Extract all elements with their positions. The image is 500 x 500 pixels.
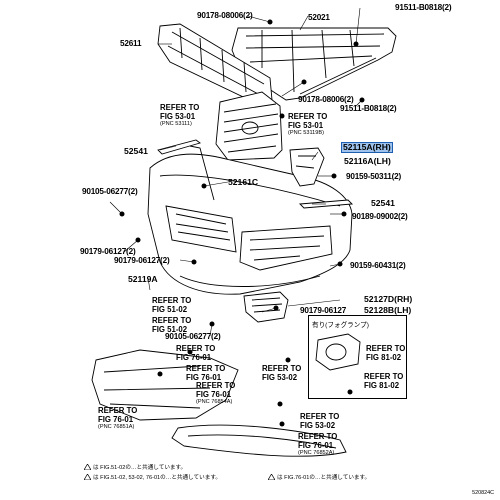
footnote-1-text: は FIG.51-02の…と共通しています。 [93,465,187,471]
footnote-1: は FIG.51-02の…と共通しています。 [84,464,186,472]
grille-drawing [215,91,283,161]
refer-note-7-line1: REFER TO [196,381,236,390]
refer-note-2-pnc: (PNC 53119B) [288,130,324,136]
part-52119a: 52119A [128,274,158,284]
warning-triangle-icon [268,474,275,480]
footnote-2-text: は FIG.51-02, 53-02, 76-01の…と共通しています。 [93,475,221,481]
part-90105-06277-left: 90105-06277(2) [82,187,138,196]
refer-note-9-line1: REFER TO [262,364,302,373]
part-90159-50311: 90159-50311(2) [346,172,402,181]
refer-note-2-line1: REFER TO [288,112,328,121]
refer-note-1-line1: REFER TO [160,103,200,112]
fog-lamp-drawing [315,333,361,371]
refer-note-5-line1: REFER TO [176,344,216,353]
under-spoiler-drawing [91,349,239,421]
refer-note-11-line1: REFER TO [298,432,338,441]
side-bracket-drawing [289,147,325,187]
refer-note-13[interactable]: REFER TO FIG 81-02 [364,372,403,390]
refer-note-5[interactable]: REFER TO FIG 76-01 [176,344,215,362]
footnote-3-text: は FIG.76-01の…と共通しています。 [277,475,371,481]
part-90105-06277-lower: 90105-06277(2) [165,332,221,341]
part-90179-06127-single: 90179-06127 [300,306,347,315]
refer-note-1[interactable]: REFER TO FIG 53-01 (PNC 53111) [160,103,199,128]
lower-lip-drawing [171,424,347,457]
refer-note-8-line1: REFER TO [98,406,138,415]
refer-note-8-pnc: (PNC 76851A) [98,424,135,430]
refer-note-7-line2: FIG 76-01 [196,390,232,399]
refer-note-4-line2: FIG 51-02 [152,325,188,334]
part-90178-08006-mid: 90178-08006(2) [298,95,354,104]
refer-note-6-line1: REFER TO [186,364,226,373]
refer-note-12[interactable]: REFER TO FIG 81-02 [366,344,405,362]
refer-note-5-line2: FIG 76-01 [176,353,212,362]
part-91511-b0818-top: 91511-B0818(2) [395,3,452,12]
refer-note-2-line2: FIG 53-01 [288,121,324,130]
part-90179-06127-a: 90179-06127(2) [80,247,136,256]
refer-note-11-pnc: (PNC 76852A) [298,450,335,456]
part-52115a-rh-highlighted[interactable]: 52115A(RH) [341,142,393,153]
fog-lamp-inset-box [308,315,407,399]
diagram-code: 520824C [472,490,494,496]
part-52128b-lh: 52128B(LH) [364,305,412,315]
footnote-3: は FIG.76-01の…と共通しています。 [268,474,370,482]
refer-note-8-line2: FIG 76-01 [98,415,134,424]
part-52541-upper: 52541 [124,146,148,156]
refer-note-3-line2: FIG 51-02 [152,305,188,314]
refer-note-10-line1: REFER TO [300,412,340,421]
part-52021: 52021 [308,13,330,22]
refer-note-8[interactable]: REFER TO FIG 76-01 (PNC 76851A) [98,406,137,431]
moulding-strip-left-drawing [157,139,201,155]
fog-lamp-inset-title: 有り(フォグランプ) [312,322,369,329]
part-52161c: 52161C [228,177,259,187]
part-90159-60431: 90159-60431(2) [350,261,406,270]
refer-note-12-line1: REFER TO [366,344,406,353]
refer-note-4-line1: REFER TO [152,316,192,325]
refer-note-2[interactable]: REFER TO FIG 53-01 (PNC 53119B) [288,112,327,137]
part-52116a-lh: 52116A(LH) [344,156,391,166]
refer-note-11[interactable]: REFER TO FIG 76-01 (PNC 76852A) [298,432,337,457]
refer-note-3-line1: REFER TO [152,296,192,305]
warning-triangle-icon [84,474,91,480]
refer-note-10-line2: FIG 53-02 [300,421,336,430]
part-90179-06127-b: 90179-06127(2) [114,256,170,265]
part-52611: 52611 [120,39,142,48]
refer-note-11-line2: FIG 76-01 [298,441,334,450]
refer-note-13-line1: REFER TO [364,372,404,381]
part-90189-09002: 90189-09002(2) [352,212,408,221]
refer-note-1-pnc: (PNC 53111) [160,121,192,127]
refer-note-9-line2: FIG 53-02 [262,373,298,382]
warning-triangle-icon [84,464,91,470]
refer-note-3[interactable]: REFER TO FIG 51-02 [152,296,191,314]
part-52541-right: 52541 [371,198,395,208]
part-52127d-rh: 52127D(RH) [364,294,413,304]
refer-note-10[interactable]: REFER TO FIG 53-02 [300,412,339,430]
refer-note-7[interactable]: REFER TO FIG 76-01 (PNC 76854A) [196,381,235,406]
refer-note-12-line2: FIG 81-02 [366,353,402,362]
refer-note-6[interactable]: REFER TO FIG 76-01 [186,364,225,382]
footnote-2: は FIG.51-02, 53-02, 76-01の…と共通しています。 [84,474,221,482]
refer-note-9[interactable]: REFER TO FIG 53-02 [262,364,301,382]
refer-note-1-line2: FIG 53-01 [160,112,196,121]
refer-note-4[interactable]: REFER TO FIG 51-02 [152,316,191,334]
refer-note-7-pnc: (PNC 76854A) [196,399,233,405]
part-91511-b0818-mid: 91511-B0818(2) [340,104,397,113]
bumper-cover-drawing [147,153,353,295]
part-90178-08006-top: 90178-08006(2) [197,11,253,20]
leader-lines [109,7,363,337]
refer-note-13-line2: FIG 81-02 [364,381,400,390]
refer-note-6-line2: FIG 76-01 [186,373,222,382]
fog-cover-drawing [243,291,289,323]
wire-drawing [189,145,215,201]
